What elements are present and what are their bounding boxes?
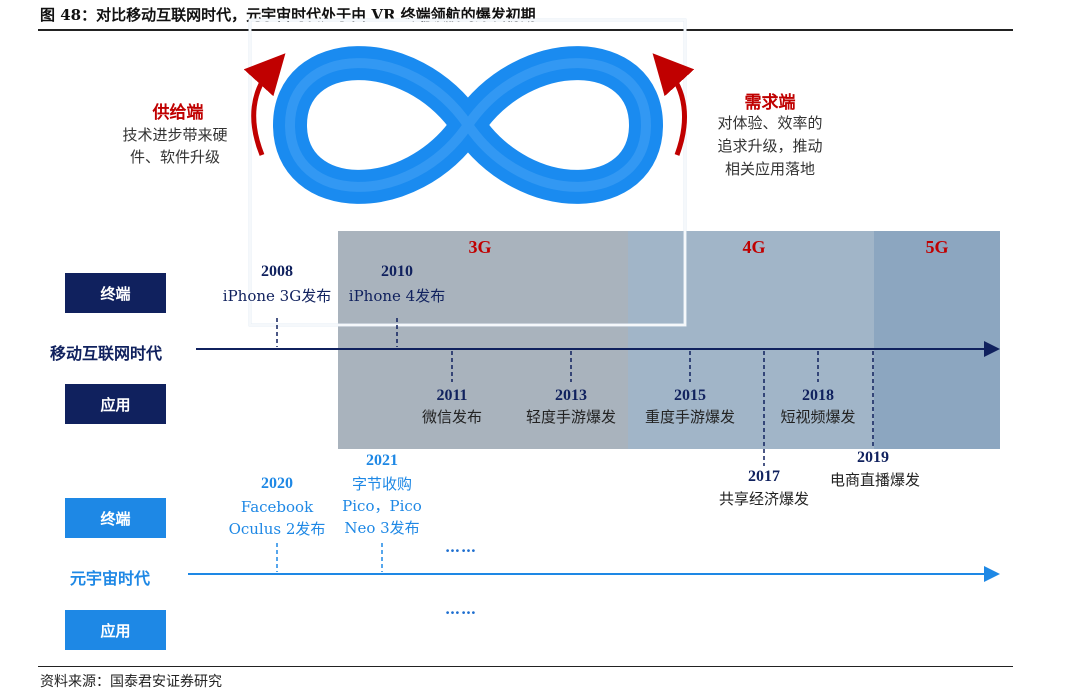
event-year-2020: 2020	[261, 475, 293, 492]
band-5g	[874, 231, 1000, 449]
band-label-4g: 4G	[742, 237, 766, 257]
band-3g	[338, 231, 628, 449]
mobile-app-box: 应用	[65, 384, 166, 424]
demand-side-text-line-2: 追求升级，推动	[717, 137, 823, 155]
metaverse-app-box: 应用	[65, 610, 166, 650]
event-year-2018: 2018	[802, 387, 834, 404]
source-note: 资料来源：国泰君安证券研究	[40, 674, 222, 690]
event-label-2017: 共享经济爆发	[718, 490, 809, 508]
supply-side-heading: 供给端	[152, 103, 204, 123]
metaverse-terminal-box: 终端	[65, 498, 166, 538]
event-year-2011: 2011	[436, 387, 468, 404]
event-year-2015: 2015	[674, 387, 706, 404]
demand-side-text-line-1: 对体验、效率的	[717, 114, 823, 132]
band-label-5g: 5G	[925, 237, 949, 257]
event-year-2019: 2019	[857, 449, 889, 466]
supply-side-text-line-1: 技术进步带来硬	[122, 126, 228, 144]
event-label-2011: 微信发布	[421, 408, 482, 426]
event-label-2021-line-1: 字节收购	[351, 475, 412, 493]
event-label-2020-line-1: Facebook	[240, 498, 314, 516]
event-year-2008: 2008	[261, 263, 293, 280]
terminal-ellipsis: ……	[445, 538, 477, 556]
metaverse-era-label: 元宇宙时代	[70, 569, 151, 588]
event-label-2021-line-3: Neo 3发布	[344, 519, 420, 537]
demand-side-heading: 需求端	[744, 93, 796, 113]
demand-side-text-line-3: 相关应用落地	[724, 160, 815, 178]
event-year-2017: 2017	[748, 468, 780, 485]
title-divider	[38, 29, 1013, 31]
event-year-2013: 2013	[555, 387, 587, 404]
mobile-terminal-box: 终端	[65, 273, 166, 313]
mobile-era-label: 移动互联网时代	[50, 344, 163, 363]
app-ellipsis: ……	[445, 600, 477, 618]
event-year-2010: 2010	[381, 263, 413, 280]
event-label-2013: 轻度手游爆发	[525, 408, 616, 426]
event-label-2010: iPhone 4发布	[348, 287, 446, 305]
band-label-3g: 3G	[468, 237, 492, 257]
demand-arrow-icon	[652, 53, 695, 156]
event-label-2020-line-2: Oculus 2发布	[228, 520, 326, 538]
event-year-2021: 2021	[366, 452, 398, 469]
event-label-2021-line-2: Pico，Pico	[342, 497, 422, 515]
footer-divider	[38, 666, 1013, 667]
event-label-2019: 电商直播爆发	[829, 471, 920, 489]
supply-arrow-icon	[243, 53, 286, 156]
band-4g	[628, 231, 874, 449]
event-label-2018: 短视频爆发	[780, 408, 856, 426]
event-label-2015: 重度手游爆发	[644, 408, 735, 426]
event-label-2008: iPhone 3G发布	[222, 287, 332, 305]
supply-side-text-line-2: 件、软件升级	[129, 148, 220, 166]
